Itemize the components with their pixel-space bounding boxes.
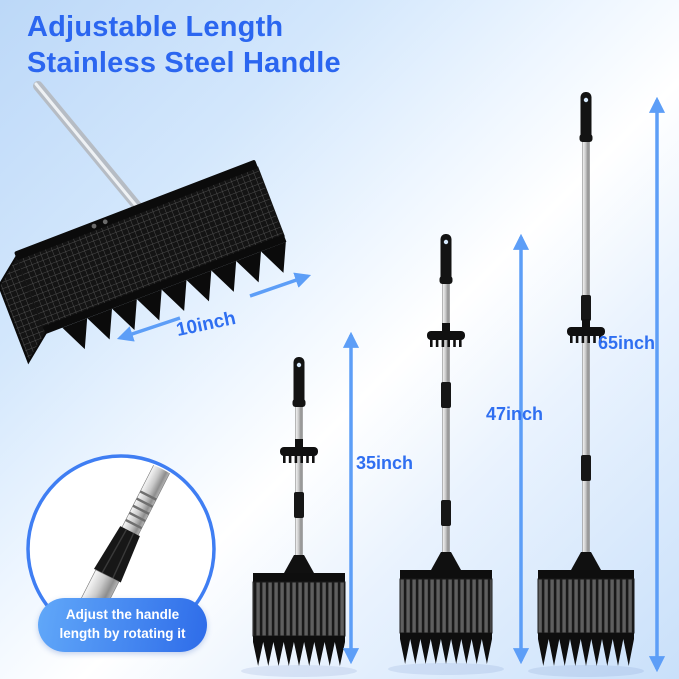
rake-head-frame [400, 570, 492, 579]
inset-caption-pill: Adjust the handle length by rotating it [38, 598, 207, 652]
rakes-and-arrows-layer [116, 92, 666, 677]
title-line-2: Stainless Steel Handle [27, 46, 341, 79]
page-title: Adjustable Length Stainless Steel Handle [27, 10, 341, 82]
shaft-lock-collar [441, 382, 451, 408]
scoop-screw [91, 223, 97, 229]
rake-figure-tall [528, 92, 644, 677]
shaft-lock-collar [581, 455, 591, 481]
rake-figure-medium [388, 234, 504, 675]
rake-head-body [252, 581, 346, 637]
scoop-handle-highlight [34, 82, 140, 210]
mid-hand-grip [427, 331, 465, 340]
title-line-1: Adjustable Length [27, 11, 284, 43]
scoop-screw [102, 219, 108, 225]
rake-head-body [537, 578, 635, 634]
scoop-top-rim [14, 160, 258, 260]
scoop-bottom-rim [42, 234, 287, 335]
mid-hand-grip [567, 327, 605, 336]
twist-lock-rings [125, 490, 157, 530]
rake-figure-short [241, 357, 357, 677]
rake-shaft [295, 400, 303, 558]
width-arrow-right [249, 272, 312, 298]
rake-head-teeth [253, 642, 345, 666]
grip-hang-hole [443, 239, 449, 245]
rake-top-grip [440, 234, 452, 284]
grip-hang-hole [296, 362, 302, 368]
shaft-lock-collar [294, 492, 304, 518]
rake-top-grip [293, 357, 305, 407]
mid-hand-grip [280, 447, 318, 456]
height-label-short: 35inch [356, 453, 414, 473]
scoop-illustration [0, 81, 287, 365]
inset-caption-line-2: length by rotating it [59, 626, 186, 641]
scoop-teeth [62, 241, 286, 350]
rake-head-frame [253, 573, 345, 582]
rake-head-frame [538, 570, 634, 579]
rake-shaft [582, 135, 590, 555]
rake-head-body [399, 578, 493, 634]
rake-top-grip [580, 92, 592, 142]
rake-head-teeth [538, 639, 634, 666]
inset-caption-line-1: Adjust the handle [65, 607, 180, 623]
lock-collar [94, 526, 140, 583]
shaft-lock-collar [441, 500, 451, 526]
width-arrow-left [116, 316, 181, 342]
shaft-lock-collar [581, 295, 591, 321]
rake-head-teeth [400, 639, 492, 664]
height-label-medium: 47inch [486, 404, 544, 424]
grip-hang-hole [583, 97, 589, 103]
height-label-tall: 65inch [598, 333, 656, 353]
